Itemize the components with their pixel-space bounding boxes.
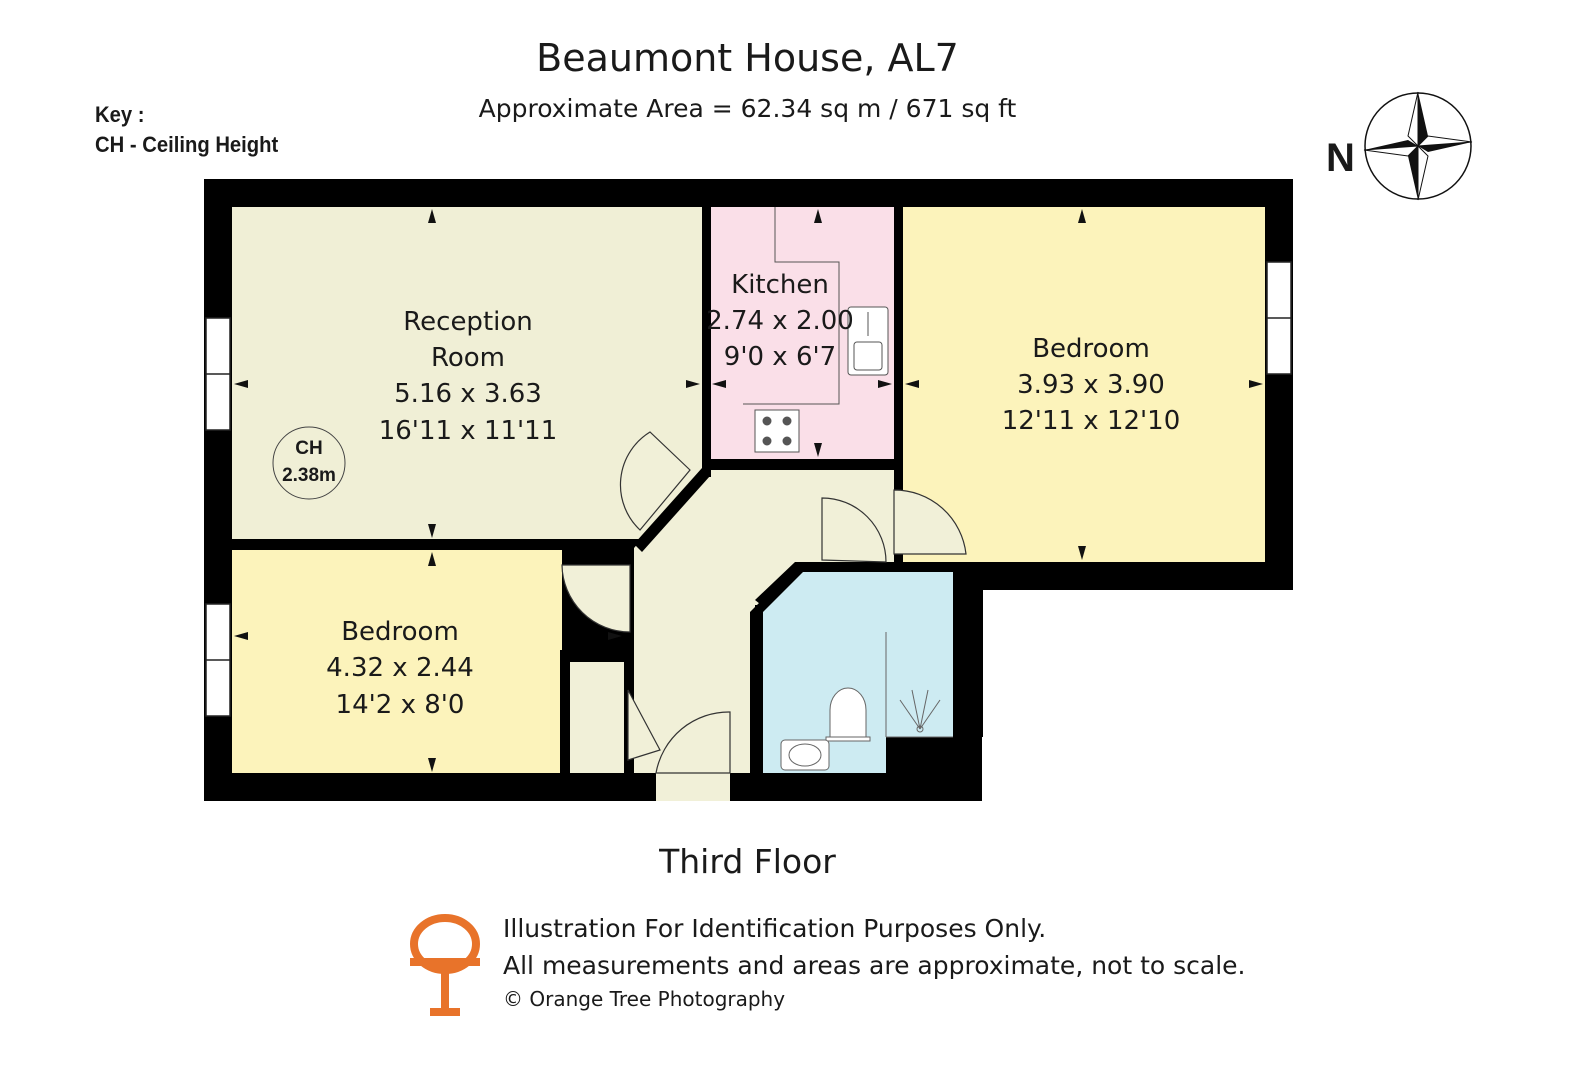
- reception-imperial: 16'11 x 11'11: [379, 416, 558, 446]
- bedroom-large-metric: 3.93 x 3.90: [1017, 370, 1165, 400]
- reception-metric: 5.16 x 3.63: [394, 379, 542, 409]
- approximate-area: Approximate Area = 62.34 sq m / 671 sq f…: [478, 94, 1017, 123]
- bedroom-large-labels: Bedroom 3.93 x 3.90 12'11 x 12'10: [1002, 334, 1181, 436]
- entrance-opening: [656, 773, 730, 801]
- reception-room-labels: Reception Room 5.16 x 3.63 16'11 x 11'11: [379, 307, 558, 446]
- door-bedroom-small: [561, 564, 631, 633]
- ceiling-height-value: 2.38m: [282, 465, 336, 486]
- bedroom-large: [903, 207, 1265, 562]
- disclaimer-line2: All measurements and areas are approxima…: [503, 951, 1246, 980]
- compass-north-label: N: [1326, 136, 1355, 180]
- hob-icon: [754, 409, 800, 453]
- floor-label: Third Floor: [659, 842, 836, 881]
- windows: [205, 261, 1292, 717]
- bedroom-small-metric: 4.32 x 2.44: [326, 653, 474, 683]
- bedroom-large-imperial: 12'11 x 12'10: [1002, 406, 1181, 436]
- door-cupboard: [627, 689, 661, 761]
- key-entry-ceiling-height: CH - Ceiling Height: [95, 132, 279, 157]
- key-heading: Key :: [95, 102, 145, 127]
- internal-walls: [232, 199, 983, 777]
- bedroom-small-imperial: 14'2 x 8'0: [336, 690, 465, 720]
- toilet-icon: [829, 687, 867, 738]
- plan-title: Beaumont House, AL7: [536, 36, 959, 80]
- kitchen-labels: Kitchen 2.74 x 2.00 9'0 x 6'7: [706, 270, 854, 372]
- disclaimer: Illustration For Identification Purposes…: [503, 910, 1246, 1014]
- door-entrance: [655, 711, 731, 774]
- bathroom-fittings: [780, 632, 953, 771]
- reception-name-line1: Reception: [403, 307, 533, 337]
- doors: [561, 431, 967, 774]
- copyright: © Orange Tree Photography: [503, 987, 786, 1011]
- bedroom-small-labels: Bedroom 4.32 x 2.44 14'2 x 8'0: [326, 617, 474, 720]
- sink-icon: [847, 306, 889, 376]
- kitchen-name: Kitchen: [731, 270, 829, 300]
- storage-cupboard: [570, 662, 628, 773]
- orange-tree-logo-icon: [410, 914, 480, 1016]
- kitchen-fittings: [743, 207, 889, 453]
- disclaimer-line1: Illustration For Identification Purposes…: [503, 914, 1047, 943]
- reception-name-line2: Room: [431, 343, 505, 373]
- key-legend: Key : CH - Ceiling Height: [95, 100, 278, 160]
- bedroom-small-name: Bedroom: [341, 617, 459, 647]
- bathroom: [763, 572, 953, 773]
- dimension-arrows: [234, 209, 1263, 772]
- kitchen-metric: 2.74 x 2.00: [706, 306, 854, 336]
- ceiling-height-label: CH: [295, 438, 322, 459]
- compass-rose-icon: [1363, 91, 1473, 201]
- door-bathroom: [821, 497, 887, 563]
- door-bedroom-large: [893, 489, 967, 555]
- bedroom-small: [232, 550, 562, 773]
- bedroom-large-name: Bedroom: [1032, 334, 1150, 364]
- kitchen-imperial: 9'0 x 6'7: [724, 342, 836, 372]
- ceiling-height-marker: CH 2.38m: [272, 426, 346, 500]
- shower-icon: [899, 689, 941, 733]
- door-reception: [619, 431, 691, 531]
